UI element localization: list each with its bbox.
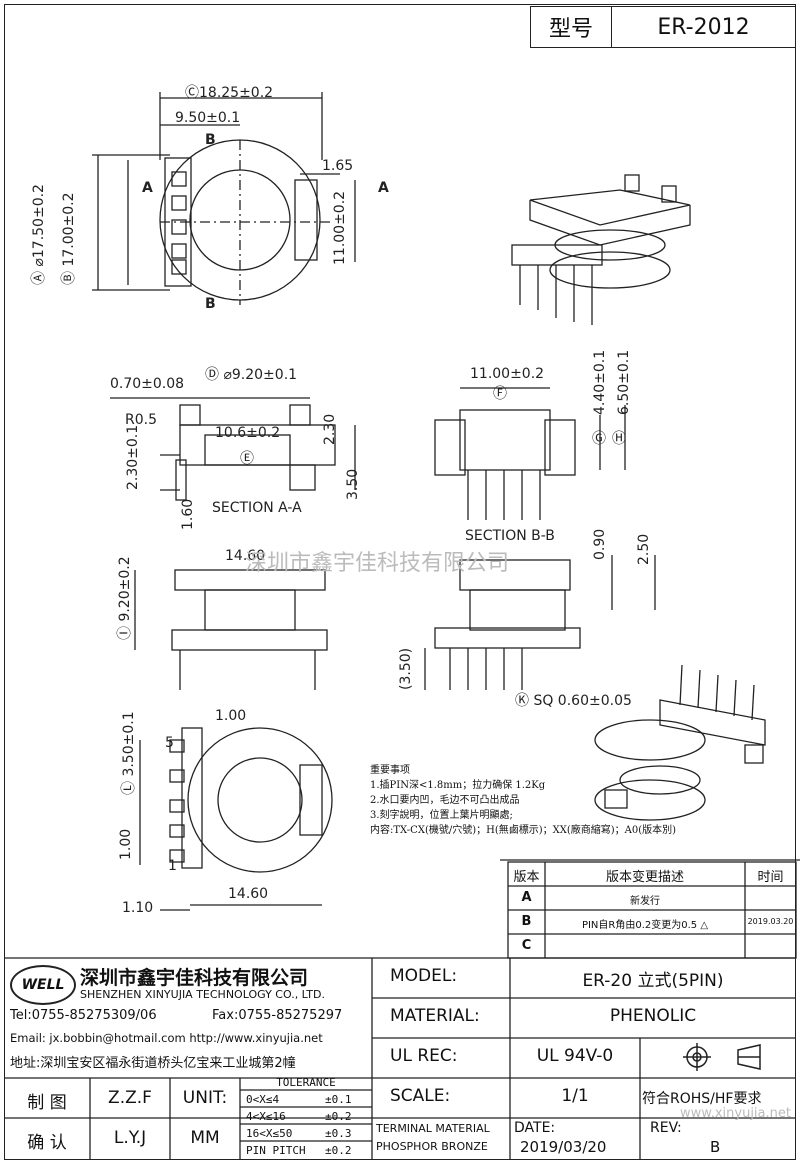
company-tel: Tel:0755-85275309/06	[10, 1008, 157, 1023]
rohs-note: 符合ROHS/HF要求	[642, 1091, 762, 1107]
date-value: 2019/03/20	[520, 1138, 607, 1156]
dim-1-60: 1.60	[180, 498, 196, 530]
check-label: 确 认	[27, 1133, 67, 1153]
dim-top-width: Ⓒ18.25±0.2	[185, 85, 274, 101]
rev-header-ver: 版本	[513, 870, 540, 885]
dim-f-11: 11.00±0.2	[470, 366, 545, 382]
label-f: Ⓕ	[493, 386, 507, 402]
url-watermark: www.xinyujia.net	[680, 1106, 791, 1121]
dim-0-70: 0.70±0.08	[110, 376, 185, 392]
material-value: PHENOLIC	[609, 1006, 697, 1026]
company-email: Email: jx.bobbin@hotmail.com http://www.…	[10, 1031, 323, 1045]
phosphor-bronze: PHOSPHOR BRONZE	[376, 1140, 488, 1153]
material-label: MATERIAL:	[390, 1006, 480, 1026]
dim-1-65: 1.65	[322, 158, 354, 174]
dim-l-3-50: Ⓛ 3.50±0.1	[121, 711, 137, 795]
notes-title: 重要事项	[370, 765, 410, 776]
rev-row-ver: B	[521, 914, 532, 929]
dim-2-30b: 2.30±0.1	[125, 424, 141, 490]
scale-value: 1/1	[561, 1086, 589, 1106]
label-g: Ⓖ	[592, 431, 606, 447]
dim-10-6: 10.6±0.2	[215, 425, 281, 441]
dim-b: Ⓑ 17.00±0.2	[61, 192, 77, 285]
dim-2-50: 2.50	[636, 533, 652, 565]
dim-11: 11.00±0.2	[332, 190, 348, 265]
section-b-top: B	[205, 132, 216, 148]
tolerance-value: ±0.1	[325, 1093, 352, 1106]
dim-9-20: Ⓓ ⌀9.20±0.1	[205, 367, 298, 383]
rev-row-ver: C	[521, 938, 532, 953]
dim-i-9-20: Ⓘ 9.20±0.2	[117, 556, 133, 640]
rev-row-desc: 新发行	[630, 896, 660, 907]
rev-value: B	[710, 1138, 721, 1156]
dim-2-30a: 2.30	[322, 413, 338, 445]
rev-row-ver: A	[521, 890, 532, 905]
dim-r0-5: R0.5	[125, 412, 157, 428]
important-notes: 重要事项 1.插PIN深<1.8mm；拉力确保 1.2Kg 2.水口要内凹，毛边…	[370, 763, 700, 838]
dim-1-00a: 1.00	[215, 708, 247, 724]
check-value: L.Y.J	[113, 1128, 147, 1148]
tolerance-range: 0<X≤4	[246, 1093, 280, 1106]
unit-label: UNIT:	[182, 1088, 228, 1108]
rev-header-date: 时间	[757, 870, 784, 885]
dim-3-50b: (3.50)	[398, 647, 414, 690]
dim-6-50: 6.50±0.1	[616, 349, 632, 415]
rev-row-date: 2019.03.20	[747, 917, 794, 926]
dim-1-00b: 1.00	[118, 828, 134, 860]
watermark-company: 深圳市鑫宇佳科技有限公司	[245, 551, 510, 576]
ulrec-label: UL REC:	[390, 1046, 458, 1066]
scale-label: SCALE:	[390, 1086, 451, 1106]
note-item: 2.水口要内凹，毛边不可凸出成品	[370, 795, 520, 806]
tolerance-range: 16<X≤50	[246, 1127, 293, 1140]
label-h: Ⓗ	[612, 431, 626, 447]
rev-header-desc: 版本变更描述	[605, 870, 684, 885]
drawn-label: 制 图	[27, 1093, 67, 1113]
rev-label: REV:	[650, 1120, 682, 1136]
dim-sq: Ⓚ SQ 0.60±0.05	[515, 693, 632, 709]
dim-4-40: 4.40±0.1	[592, 349, 608, 415]
tolerance-range: 4<X≤16	[246, 1110, 286, 1123]
drawn-value: Z.Z.F	[108, 1088, 152, 1108]
type-label: 型号	[530, 6, 612, 48]
note-item: 1.插PIN深<1.8mm；拉力确保 1.2Kg	[370, 780, 546, 791]
tolerance-value: ±0.3	[325, 1127, 352, 1140]
unit-value: MM	[190, 1128, 220, 1148]
company-fax: Fax:0755-85275297	[212, 1008, 343, 1023]
note-item: 3.刻字說明，位置上葉片明顯處;	[370, 810, 513, 821]
section-b-b-label: SECTION B-B	[465, 528, 555, 544]
terminal-material: TERMINAL MATERIAL	[376, 1122, 490, 1135]
pin-5: 5	[165, 735, 174, 751]
label-e: Ⓔ	[240, 451, 254, 467]
tolerance-value: ±0.2	[325, 1110, 352, 1123]
dim-14-60a: 14.60	[225, 548, 266, 564]
dim-1-10: 1.10	[122, 900, 154, 916]
part-number: ER-2012	[611, 6, 796, 48]
dim-0-90: 0.90	[592, 528, 608, 560]
tolerance-range: PIN PITCH	[246, 1144, 306, 1157]
dim-diameter-a: Ⓐ ⌀17.50±0.2	[31, 184, 47, 285]
company-name-en: SHENZHEN XINYUJIA TECHNOLOGY CO., LTD.	[80, 988, 325, 1001]
company-name-cn: 深圳市鑫宇佳科技有限公司	[80, 967, 309, 989]
dim-3-50a: 3.50	[345, 468, 361, 500]
company-logo: WELL	[10, 965, 76, 1005]
section-a-right: A	[378, 180, 389, 196]
model-label: MODEL:	[390, 966, 458, 986]
tolerance-value: ±0.2	[325, 1144, 352, 1157]
pin-1: 1	[168, 858, 177, 874]
rev-row-desc: PIN自R角由0.2变更为0.5 △	[581, 920, 709, 931]
section-a-left: A	[142, 180, 153, 196]
section-a-a-label: SECTION A-A	[212, 500, 302, 516]
note-item: 内容:TX-CX(機號/穴號)；H(無鹵標示)；XX(廠商縮寫)；A0(版本別)	[370, 825, 677, 836]
date-label: DATE:	[514, 1120, 556, 1136]
section-b-bottom: B	[205, 296, 216, 312]
dim-14-60b: 14.60	[228, 886, 269, 902]
drawing-frame	[4, 4, 796, 1160]
model-value: ER-20 立式(5PIN)	[582, 971, 724, 991]
company-address: 地址:深圳宝安区福永街道桥头亿宝来工业城第2幢	[10, 1056, 296, 1071]
tolerance-title: TOLERANCE	[276, 1076, 336, 1089]
ulrec-value: UL 94V-0	[536, 1046, 614, 1066]
dim-half-width: 9.50±0.1	[175, 110, 241, 126]
